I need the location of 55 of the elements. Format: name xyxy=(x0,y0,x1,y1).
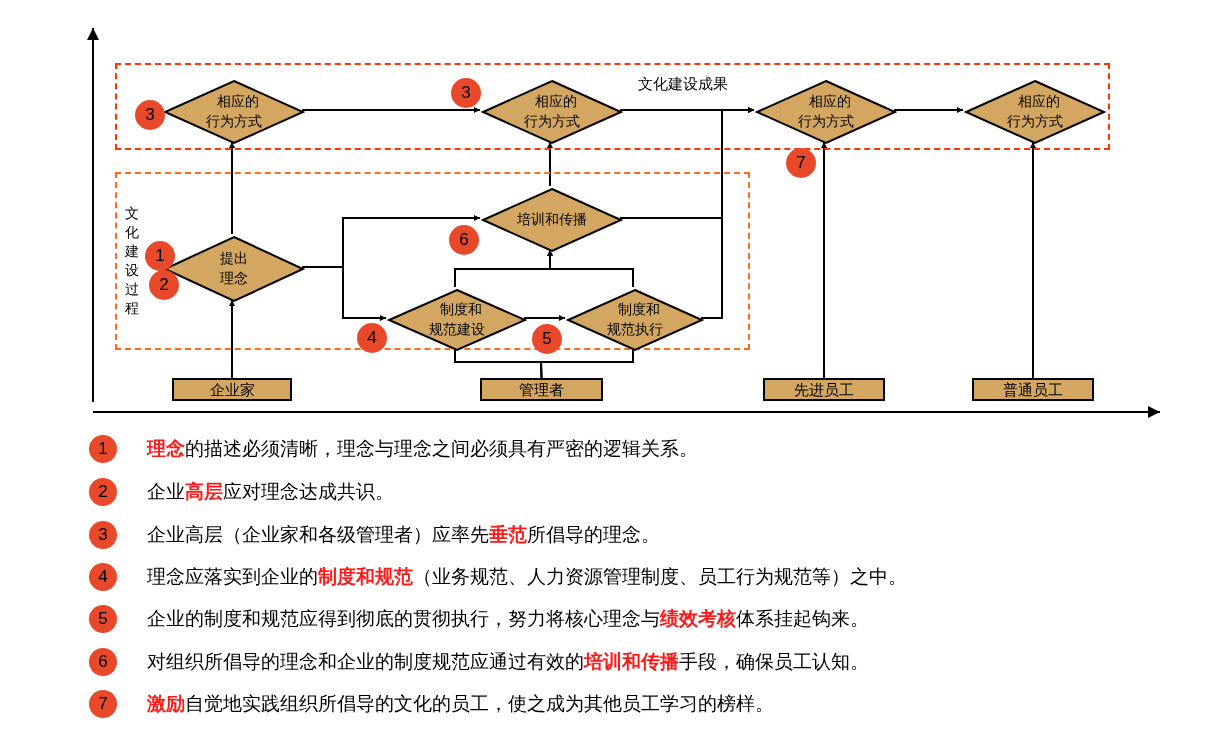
arrow xyxy=(700,107,755,319)
number-circle: 1 xyxy=(89,435,117,463)
list-text: 企业的制度和规范应得到彻底的贯彻执行，努力将核心理念与绩效考核体系挂起钩来。 xyxy=(147,607,869,631)
list-text: 对组织所倡导的理念和企业的制度规范应通过有效的培训和传播手段，确保员工认知。 xyxy=(147,650,869,674)
diamond-shape xyxy=(965,80,1105,144)
diamond-label: 相应的行为方式 xyxy=(206,93,262,131)
list-text: 企业高层应对理念达成共识。 xyxy=(147,480,394,504)
number-circle: 1 xyxy=(145,241,175,271)
list-text: 理念应落实到企业的制度和规范（业务规范、人力资源管理制度、员工行为规范等）之中。 xyxy=(147,565,907,589)
diamond-shape xyxy=(388,289,526,351)
number-circle: 7 xyxy=(89,690,117,718)
arrow xyxy=(1030,141,1036,379)
diamond-label: 制度和规范建设 xyxy=(429,301,485,339)
number-circle: 3 xyxy=(89,521,117,549)
arrow xyxy=(301,107,481,113)
actor-box: 企业家 xyxy=(172,378,292,401)
diamond-shape xyxy=(482,188,622,252)
dashed-region xyxy=(115,63,1110,150)
diamond-shape xyxy=(567,289,703,351)
number-circle: 4 xyxy=(89,563,117,591)
number-circle: 5 xyxy=(532,324,562,354)
list-text: 激励自觉地实践组织所倡导的文化的员工，使之成为其他员工学习的榜样。 xyxy=(147,692,774,716)
number-circle: 5 xyxy=(89,605,117,633)
diamond-label: 相应的行为方式 xyxy=(1007,93,1063,131)
number-circle: 6 xyxy=(449,225,479,255)
diamond-shape xyxy=(756,80,896,144)
diamond-label: 相应的行为方式 xyxy=(524,93,580,131)
number-circle: 2 xyxy=(89,478,117,506)
number-circle: 4 xyxy=(357,323,387,353)
number-circle: 6 xyxy=(89,648,117,676)
diamond-shape xyxy=(482,80,622,144)
connector-line xyxy=(539,348,634,379)
arrow xyxy=(547,141,553,187)
actor-box: 普通员工 xyxy=(972,378,1094,401)
arrow xyxy=(547,249,634,288)
region-title: 文化建设过程 xyxy=(124,205,140,318)
list-text: 理念的描述必须清晰，理念与理念之间必须具有严密的逻辑关系。 xyxy=(147,437,698,461)
arrow xyxy=(893,107,964,113)
list-text: 企业高层（企业家和各级管理者）应率先垂范所倡导的理念。 xyxy=(147,523,660,547)
diamond-label: 相应的行为方式 xyxy=(798,93,854,131)
region-title: 文化建设成果 xyxy=(638,75,728,94)
arrow xyxy=(821,141,827,379)
number-circle: 3 xyxy=(135,100,165,130)
diamond-label: 培训和传播 xyxy=(516,211,588,229)
actor-box: 先进员工 xyxy=(763,378,885,401)
actor-box: 管理者 xyxy=(480,378,603,401)
arrow xyxy=(229,141,235,235)
diamond-label: 提出理念 xyxy=(220,250,248,288)
diamond-shape xyxy=(164,80,304,144)
number-circle: 2 xyxy=(149,270,179,300)
arrow xyxy=(229,299,235,379)
arrow xyxy=(523,315,566,321)
number-circle: 3 xyxy=(451,78,481,108)
diamond-label: 制度和规范执行 xyxy=(607,301,663,339)
number-circle: 7 xyxy=(786,148,816,178)
